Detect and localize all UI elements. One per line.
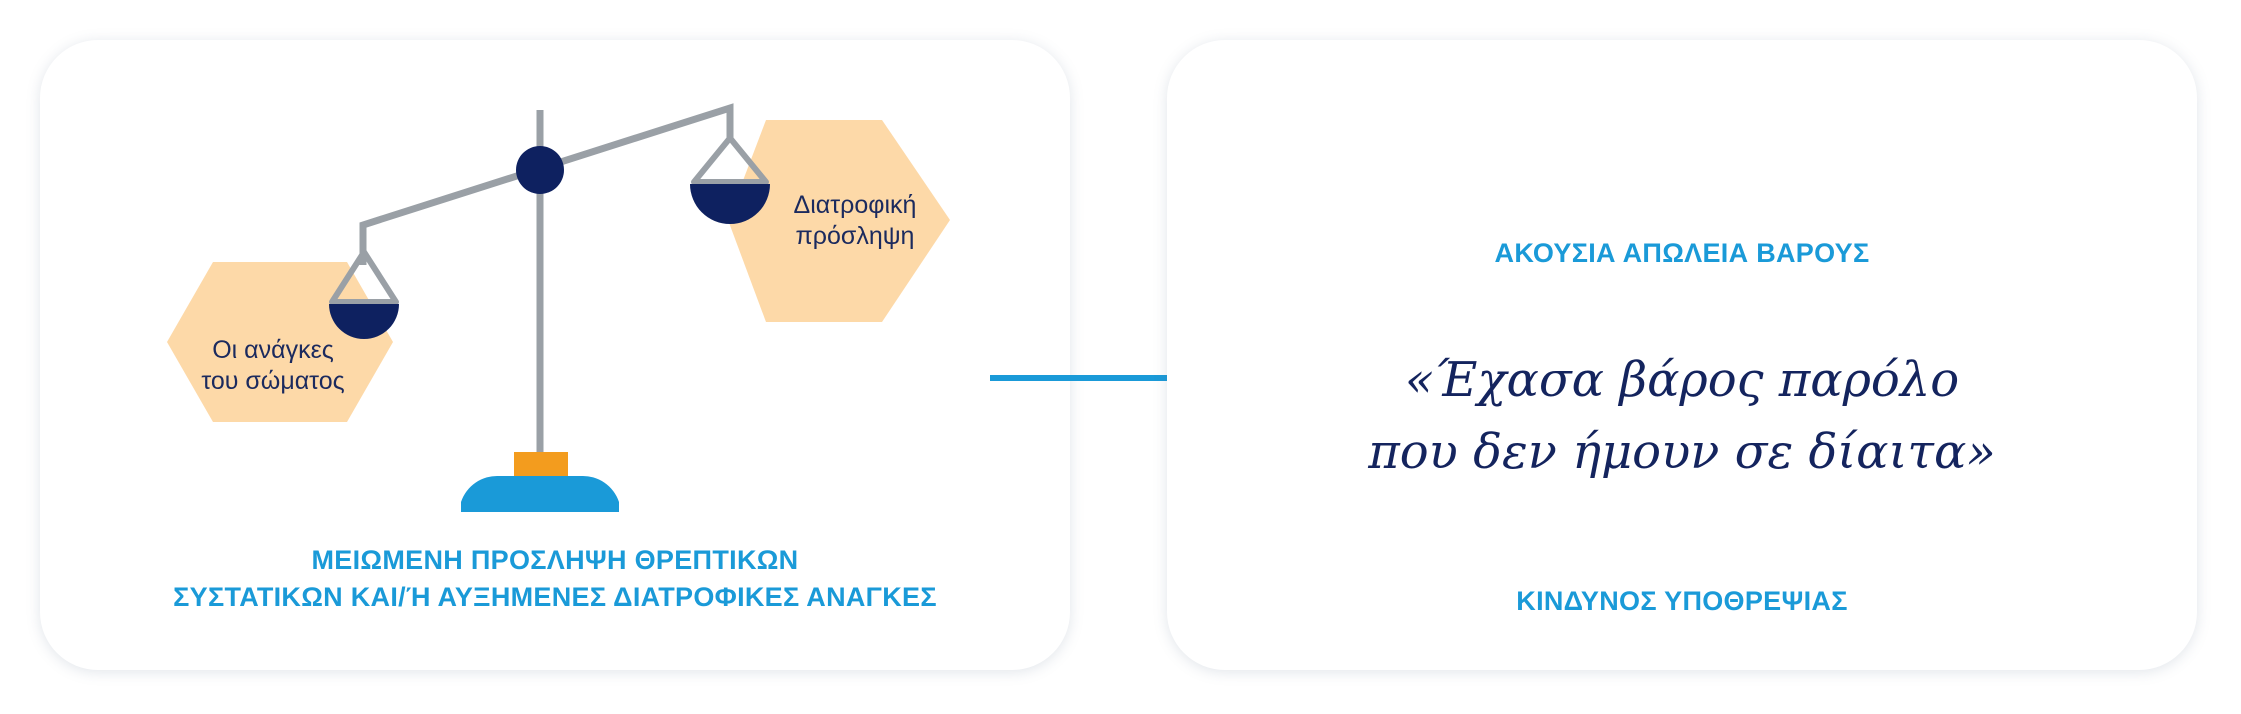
right-pan-icon	[690, 184, 770, 224]
left-card: Οι ανάγκες του σώματος Διατροφική πρόσλη…	[40, 40, 1070, 670]
right-pan-hanger	[691, 135, 769, 185]
left-caption: ΜΕΙΩΜΕΝΗ ΠΡΟΣΛΗΨΗ ΘΡΕΠΤΙΚΩΝ ΣΥΣΤΑΤΙΚΩΝ Κ…	[40, 542, 1070, 616]
left-pan-icon	[329, 304, 399, 339]
left-caption-line2: ΣΥΣΤΑΤΙΚΩΝ ΚΑΙ/Ή ΑΥΞΗΜΕΝΕΣ ΔΙΑΤΡΟΦΙΚΕΣ Α…	[173, 582, 937, 612]
patient-quote-line1: «Έχασα βάρος παρόλο	[1404, 352, 1960, 408]
unintentional-weight-loss-title: ΑΚΟΥΣΙΑ ΑΠΩΛΕΙΑ ΒΑΡΟΥΣ	[1494, 238, 1870, 268]
patient-quote-line2: που δεν ήμουν σε δίαιτα»	[1368, 424, 1996, 480]
body-needs-label-line2: του σώματος	[201, 367, 345, 395]
patient-quote: «Έχασα βάρος παρόλο που δεν ήμουν σε δία…	[1167, 344, 2197, 488]
left-caption-line1: ΜΕΙΩΜΕΝΗ ΠΡΟΣΛΗΨΗ ΘΡΕΠΤΙΚΩΝ	[311, 545, 799, 575]
malnutrition-risk-label: ΚΙΝΔΥΝΟΣ ΥΠΟΘΡΕΨΙΑΣ	[1516, 586, 1848, 616]
nutrition-intake-label-line1: Διατροφική	[793, 191, 917, 219]
nutrition-intake-label: Διατροφική πρόσληψη	[750, 190, 960, 252]
left-pan-hanger	[329, 249, 399, 305]
right-card: ΑΚΟΥΣΙΑ ΑΠΩΛΕΙΑ ΒΑΡΟΥΣ «Έχασα βάρος παρό…	[1167, 40, 2197, 670]
scale-base-connector	[514, 452, 568, 478]
nutrition-intake-label-line2: πρόσληψη	[795, 222, 915, 250]
body-needs-label: Οι ανάγκες του σώματος	[168, 335, 378, 397]
hexagon-nutrition-intake	[728, 120, 950, 322]
scale-pivot-icon	[516, 146, 564, 194]
body-needs-label-line1: Οι ανάγκες	[212, 336, 334, 364]
scale-base-icon	[461, 475, 619, 512]
balance-scale-illustration	[167, 103, 950, 512]
